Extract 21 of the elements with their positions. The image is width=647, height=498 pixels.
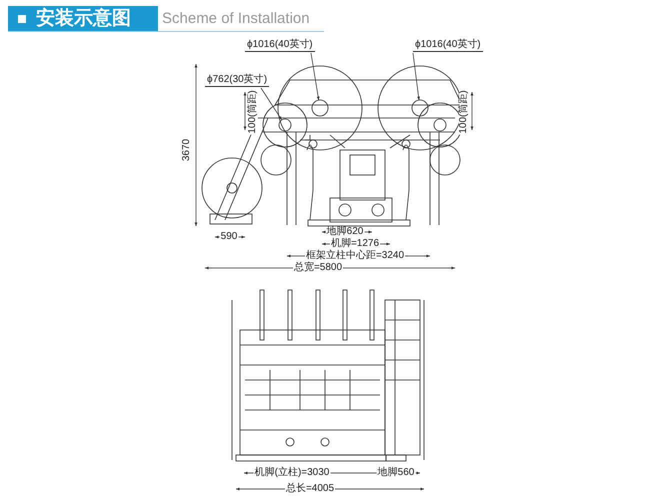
roller-hub [312, 100, 328, 116]
dimension-label: 3670 [182, 138, 192, 162]
dimension-label: 总长=4005 [284, 484, 336, 494]
subtitle: Scheme of Installation [162, 10, 310, 27]
title: 安装示意图 [36, 9, 131, 28]
leader-line [260, 88, 282, 120]
leader-line [310, 52, 320, 100]
roller-hub [412, 100, 428, 116]
callout-label: ϕ1016(40英寸) [413, 40, 483, 52]
roller-hub [278, 118, 292, 132]
dimension-label: 100(筒距) [248, 89, 258, 135]
dimension-label: 框架立柱中心距=3240 [304, 251, 406, 261]
dimension-label: 总宽=5800 [292, 263, 344, 273]
dimension-label: 100(筒距) [459, 89, 469, 135]
dimension-label: 590 [220, 232, 238, 242]
callout-label: ϕ762(30英寸) [205, 75, 270, 87]
dimension-label: 地脚620 [326, 227, 364, 237]
dimension-label: 机脚(立柱)=3030 [254, 468, 330, 478]
callout-label: ϕ1016(40英寸) [245, 40, 315, 52]
dimension-label: 地脚560 [376, 468, 416, 478]
dimension-label: 机脚=1276 [330, 239, 380, 249]
